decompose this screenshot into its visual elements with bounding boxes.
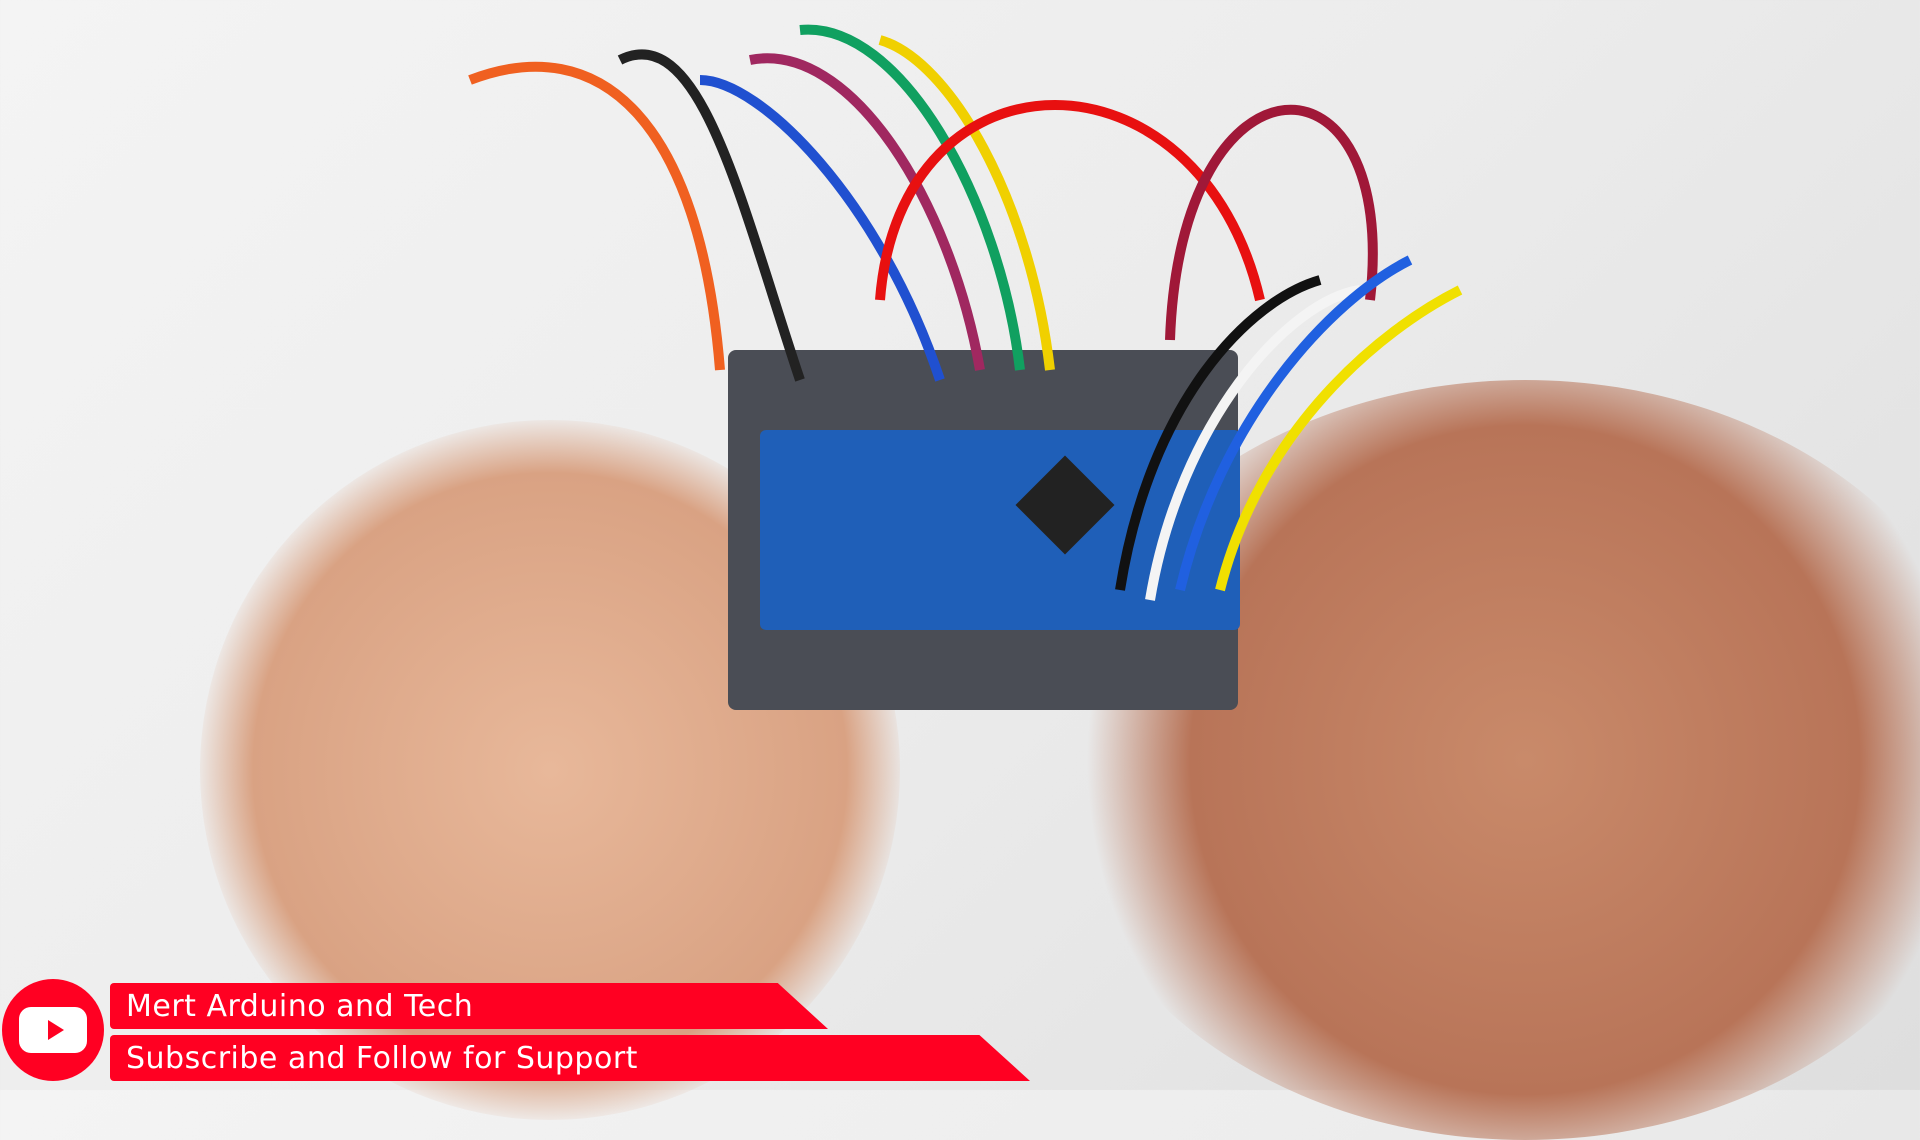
subscribe-banner: Subscribe and Follow for Support xyxy=(110,1035,1030,1081)
channel-name-banner: Mert Arduino and Tech xyxy=(110,983,828,1029)
youtube-play-icon xyxy=(19,1007,87,1053)
arduino-nano-board xyxy=(760,430,1240,630)
youtube-logo[interactable] xyxy=(2,979,104,1081)
photo-arduino-nano-on-breadboard xyxy=(200,24,1920,1140)
subscribe-text: Subscribe and Follow for Support xyxy=(126,1040,638,1076)
jumper-wires xyxy=(468,24,1463,601)
channel-name: Mert Arduino and Tech xyxy=(126,988,474,1024)
